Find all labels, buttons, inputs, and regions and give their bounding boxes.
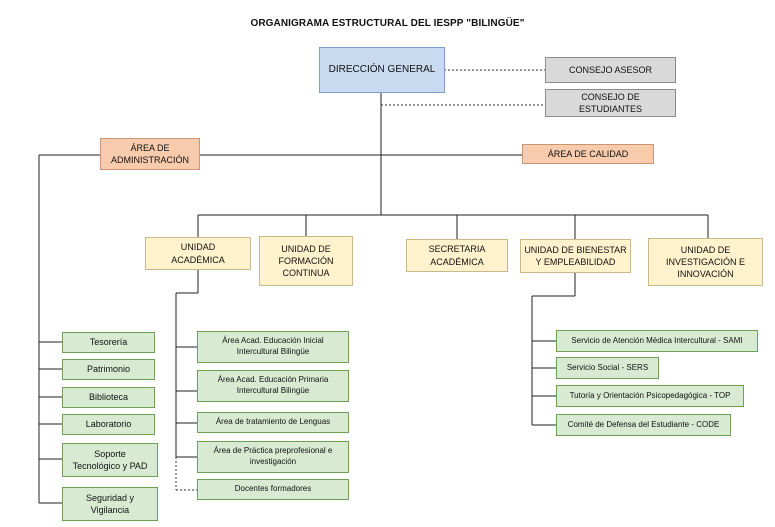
- consejo-asesor-box: CONSEJO ASESOR: [545, 57, 676, 83]
- admin-item-patrimonio: Patrimonio: [62, 359, 155, 380]
- academica-item-line-2: Intercultural Bilingüe: [236, 386, 310, 395]
- unidad-bienestar-line-2: Y EMPLEABILIDAD: [535, 257, 616, 267]
- area-calidad-box: ÁREA DE CALIDAD: [522, 144, 654, 164]
- academica-item-line-1: Área Acad. Educación Inicial: [222, 336, 324, 346]
- academica-item-primaria: Área Acad. Educación Primaria Intercultu…: [197, 370, 349, 402]
- unidad-bienestar-box: UNIDAD DE BIENESTAR Y EMPLEABILIDAD: [520, 239, 631, 273]
- academica-item-inicial: Área Acad. Educación Inicial Intercultur…: [197, 331, 349, 363]
- consejo-estudiantes-box: CONSEJO DE ESTUDIANTES: [545, 89, 676, 117]
- consejo-asesor-label: CONSEJO ASESOR: [568, 64, 653, 75]
- unidad-investigacion-line-3: INNOVACIÓN: [677, 269, 734, 280]
- unidad-investigacion-line-1: UNIDAD DE: [680, 244, 731, 255]
- admin-item-label: Biblioteca: [88, 392, 129, 403]
- bienestar-item-label: Comité de Defensa del Estudiante - CODE: [567, 419, 720, 429]
- admin-item-label-line-1: Soporte: [94, 448, 126, 459]
- admin-item-biblioteca: Biblioteca: [62, 387, 155, 408]
- bienestar-item-top: Tutoría y Orientación Psicopedagógica - …: [556, 385, 744, 407]
- academica-item-line-2: Intercultural Bilingüe: [236, 347, 310, 356]
- bienestar-item-sers: Servicio Social - SERS: [556, 357, 659, 379]
- academica-item-docentes: Docentes formadores: [197, 479, 349, 500]
- direccion-general-box: DIRECCIÓN GENERAL: [319, 47, 445, 93]
- admin-item-seguridad: Seguridad y Vigilancia: [62, 487, 158, 521]
- unidad-formacion-line-3: CONTINUA: [282, 268, 330, 279]
- academica-item-line-1: Área de Práctica preprofesional e: [213, 446, 333, 456]
- admin-item-label: Patrimonio: [86, 364, 131, 375]
- admin-item-laboratorio: Laboratorio: [62, 414, 155, 435]
- area-administracion-line-1: ÁREA DE: [130, 142, 170, 153]
- bienestar-item-label: Servicio de Atención Médica Intercultura…: [571, 335, 743, 345]
- academica-item-line-1: Área de tratamiento de Lenguas: [215, 417, 331, 427]
- admin-item-label-line-2: Tecnológico y PAD: [72, 461, 148, 471]
- admin-item-label: Tesorería: [89, 337, 128, 348]
- bienestar-item-sami: Servicio de Atención Médica Intercultura…: [556, 330, 758, 352]
- admin-item-tesoreria: Tesorería: [62, 332, 155, 353]
- page-title: ORGANIGRAMA ESTRUCTURAL DEL IESPP "BILIN…: [250, 18, 525, 29]
- secretaria-academica-box: SECRETARIA ACADÉMICA: [406, 239, 508, 272]
- area-administracion-box: ÁREA DE ADMINISTRACIÓN: [100, 138, 200, 170]
- academica-item-line-1: Área Acad. Educación Primaria: [217, 375, 329, 385]
- unidad-formacion-line-1: UNIDAD DE: [281, 243, 331, 254]
- area-calidad-label: ÁREA DE CALIDAD: [547, 148, 629, 159]
- bienestar-item-label: Servicio Social - SERS: [566, 362, 649, 372]
- secretaria-academica-line-2: ACADÉMICA: [430, 256, 484, 267]
- admin-item-label: Laboratorio: [85, 419, 132, 430]
- academica-item-line-1: Docentes formadores: [234, 484, 312, 494]
- admin-item-label-line-1: Seguridad y: [85, 492, 135, 503]
- unidad-academica-line-2: ACADÉMICA: [171, 254, 225, 265]
- direccion-general-label: DIRECCIÓN GENERAL: [328, 64, 436, 76]
- unidad-academica-box: UNIDAD ACADÉMICA: [145, 237, 251, 270]
- academica-item-line-2: investigación: [249, 457, 297, 466]
- unidad-academica-line-1: UNIDAD: [180, 242, 216, 253]
- secretaria-academica-line-1: SECRETARIA: [428, 244, 486, 255]
- academica-item-practica: Área de Práctica preprofesional e invest…: [197, 441, 349, 473]
- admin-item-soporte: Soporte Tecnológico y PAD: [62, 443, 158, 477]
- admin-item-label-line-2: Vigilancia: [90, 505, 130, 515]
- bienestar-item-label: Tutoría y Orientación Psicopedagógica - …: [569, 390, 731, 400]
- unidad-investigacion-box: UNIDAD DE INVESTIGACIÓN E INNOVACIÓN: [648, 238, 763, 286]
- bienestar-item-code: Comité de Defensa del Estudiante - CODE: [556, 414, 731, 436]
- unidad-bienestar-line-1: UNIDAD DE BIENESTAR: [524, 244, 627, 255]
- unidad-formacion-box: UNIDAD DE FORMACIÓN CONTINUA: [259, 236, 353, 286]
- area-administracion-line-2: ADMINISTRACIÓN: [110, 155, 189, 165]
- academica-item-lenguas: Área de tratamiento de Lenguas: [197, 412, 349, 433]
- unidad-formacion-line-2: FORMACIÓN: [278, 255, 334, 266]
- unidad-investigacion-line-2: INVESTIGACIÓN E: [665, 256, 745, 267]
- consejo-estudiantes-label: CONSEJO DE ESTUDIANTES: [578, 91, 642, 114]
